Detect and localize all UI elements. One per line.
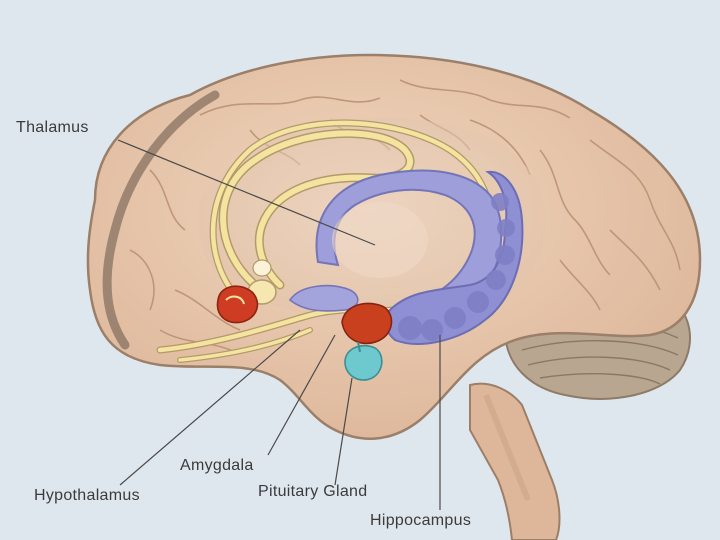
thalamus-label: Thalamus [16,119,89,136]
hypothalamus-structure [342,304,392,344]
olfactory-bulb [253,260,271,276]
pituitary-label: Pituitary Gland [258,483,367,500]
thalamus [332,202,428,278]
pituitary-structure [345,346,382,380]
amygdala-structure [218,286,258,322]
hippocampus-label: Hippocampus [370,512,471,529]
hypothalamus-label: Hypothalamus [34,487,140,504]
amygdala-label: Amygdala [180,457,254,474]
